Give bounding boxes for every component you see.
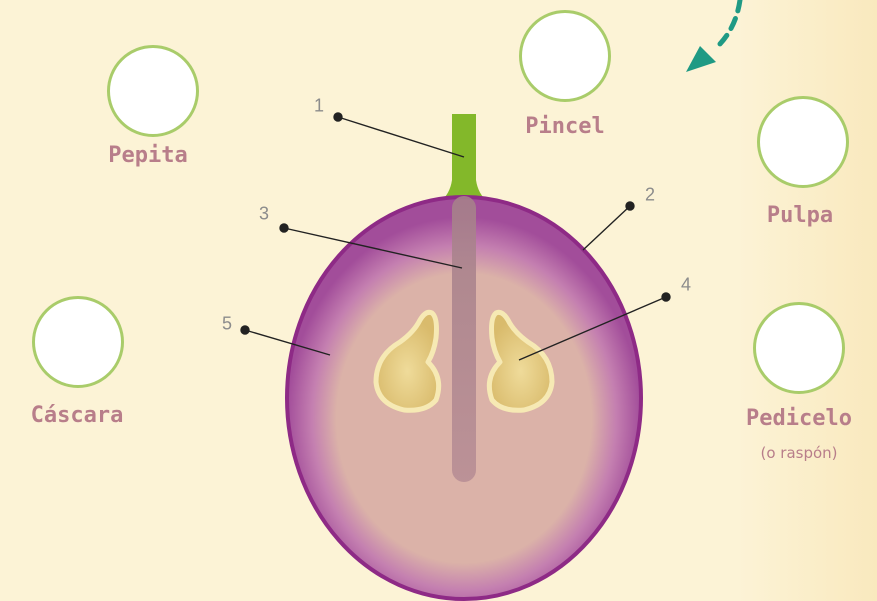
- answer-circle-pulpa[interactable]: [757, 96, 849, 188]
- label-cascara[interactable]: Cáscara: [31, 403, 124, 428]
- stem: [440, 114, 488, 202]
- number-5: 5: [222, 314, 232, 335]
- answer-circle-pincel[interactable]: [519, 10, 611, 102]
- label-pedicelo[interactable]: Pedicelo: [746, 406, 852, 431]
- label-pepita[interactable]: Pepita: [108, 143, 187, 168]
- leader-dot-2: [626, 202, 634, 210]
- dashed-arrow-icon: [686, 0, 740, 72]
- leader-dot-5: [241, 326, 249, 334]
- leader-line-1: [338, 117, 464, 157]
- number-1: 1: [314, 96, 324, 117]
- answer-circle-cascara[interactable]: [32, 296, 124, 388]
- pincel-strand: [452, 196, 476, 482]
- leader-line-2: [583, 206, 630, 250]
- number-4: 4: [681, 275, 691, 296]
- leader-dot-1: [334, 113, 342, 121]
- number-2: 2: [645, 185, 655, 206]
- leader-dot-4: [662, 293, 670, 301]
- answer-circle-pepita[interactable]: [107, 45, 199, 137]
- number-3: 3: [259, 204, 269, 225]
- label-pedicelo-note: (o raspón): [760, 444, 837, 462]
- label-pulpa[interactable]: Pulpa: [767, 203, 833, 228]
- label-pincel[interactable]: Pincel: [525, 114, 604, 139]
- leader-dot-3: [280, 224, 288, 232]
- answer-circle-pedicelo[interactable]: [753, 302, 845, 394]
